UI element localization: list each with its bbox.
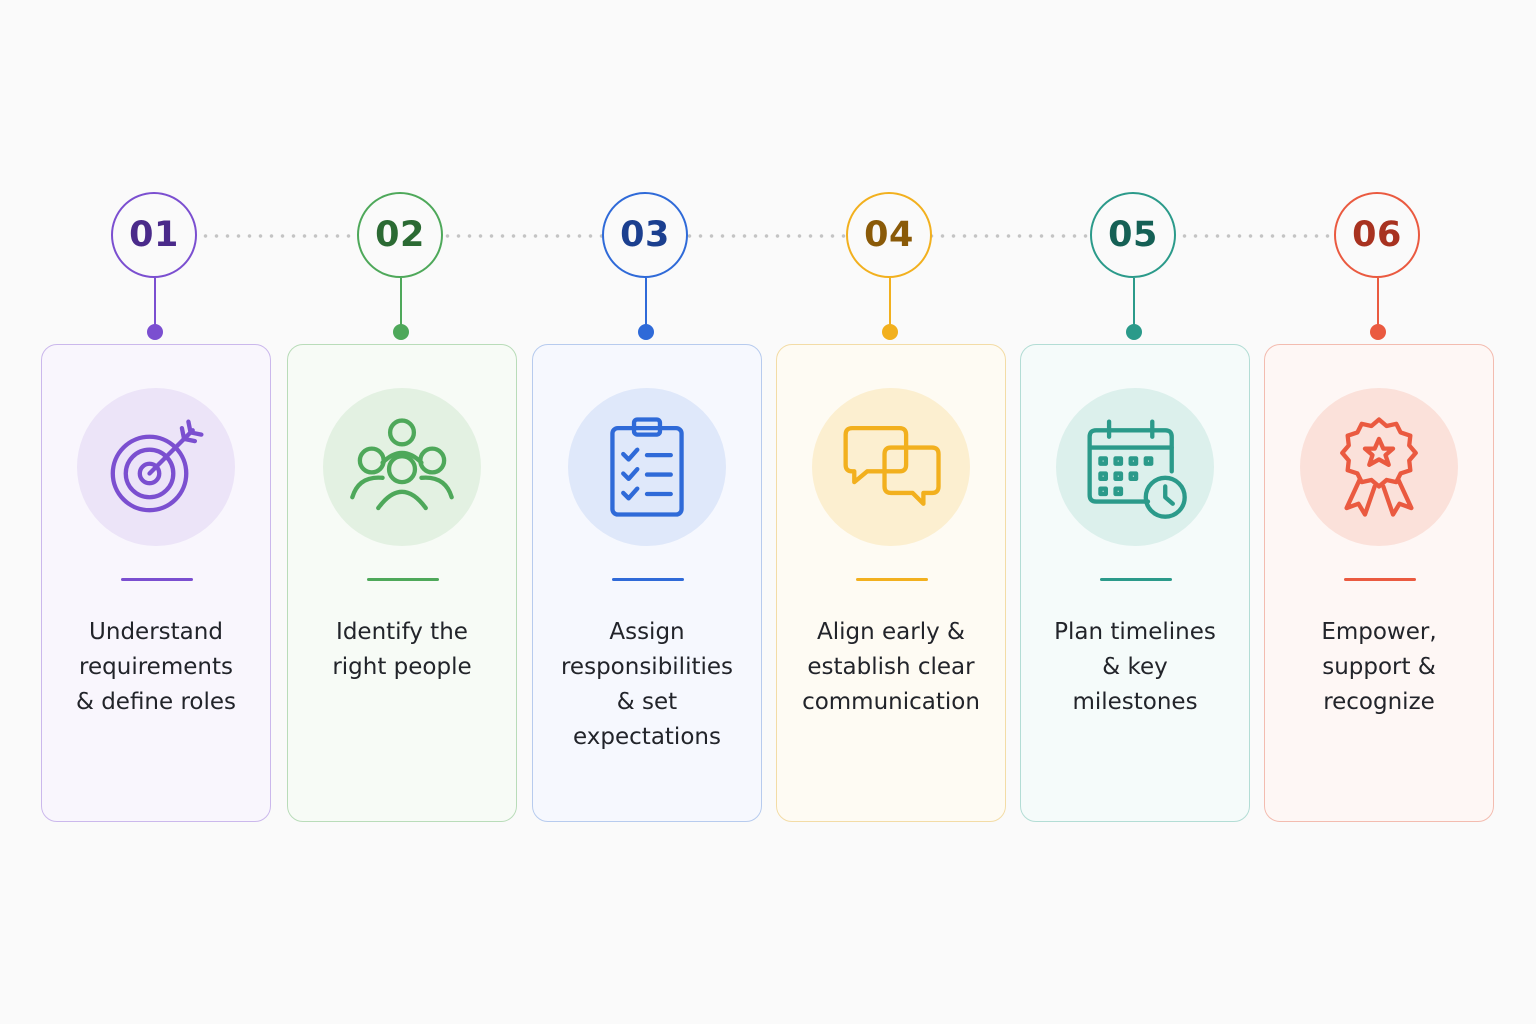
step-number: 01 [129,215,179,255]
connector-dot [393,324,409,340]
step-card: Plan timelines & key milestones [1020,344,1250,822]
step-number: 03 [620,215,670,255]
accent-underline [1344,578,1416,581]
step-label: Understand requirements & define roles [75,619,237,715]
step-number-badge: 06 [1334,192,1420,278]
accent-underline [1100,578,1172,581]
accent-underline [367,578,439,581]
step-card: Assign responsibilities & set expectatio… [532,344,762,822]
step-label: Empower, support & recognize [1321,619,1437,715]
step-label: Plan timelines & key milestones [1054,619,1216,715]
connector-stem [889,278,891,328]
connector-dot [1126,324,1142,340]
dotted-connector-line [200,234,1336,238]
step-number-badge: 02 [357,192,443,278]
target-arrow-icon [77,388,235,546]
connector-stem [1133,278,1135,328]
chat-bubbles-icon [812,388,970,546]
award-badge-icon [1300,388,1458,546]
clipboard-checklist-icon [568,388,726,546]
step-number-badge: 04 [846,192,932,278]
calendar-clock-icon [1056,388,1214,546]
connector-stem [400,278,402,328]
connector-stem [645,278,647,328]
step-number-badge: 03 [602,192,688,278]
step-1: 01 Understand requirements & define role… [41,192,271,824]
step-number-badge: 01 [111,192,197,278]
connector-stem [1377,278,1379,328]
step-card: Align early & establish clear communicat… [776,344,1006,822]
connector-dot [147,324,163,340]
step-card: Understand requirements & define roles [41,344,271,822]
step-number: 04 [864,215,914,255]
accent-underline [856,578,928,581]
step-label: Align early & establish clear communicat… [802,619,980,715]
step-number: 02 [375,215,425,255]
step-label: Identify the right people [332,619,472,680]
accent-underline [121,578,193,581]
step-number: 05 [1108,215,1158,255]
step-6: 06 Empower, support & recognize [1264,192,1494,824]
accent-underline [612,578,684,581]
step-number: 06 [1352,215,1402,255]
connector-dot [1370,324,1386,340]
step-3: 03 Assign responsibilities & set expecta… [532,192,762,824]
connector-dot [638,324,654,340]
step-label: Assign responsibilities & set expectatio… [560,619,734,750]
connector-stem [154,278,156,328]
step-card: Empower, support & recognize [1264,344,1494,822]
connector-dot [882,324,898,340]
step-number-badge: 05 [1090,192,1176,278]
people-group-icon [323,388,481,546]
step-5: 05 Plan timelines & [1020,192,1250,824]
step-card: Identify the right people [287,344,517,822]
step-4: 04 Align early & establish clear communi… [776,192,1006,824]
step-2: 02 Identify the right people [287,192,517,824]
